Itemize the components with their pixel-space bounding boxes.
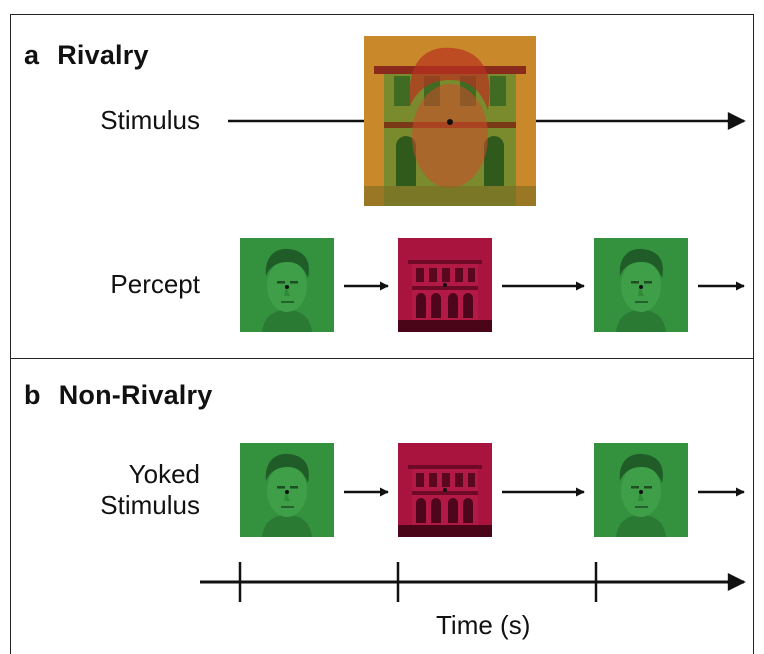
panel-b-heading: Non-Rivalry — [58, 380, 213, 410]
yoked-stimulus-label: Yoked Stimulus — [60, 459, 200, 521]
panel-a-heading: Rivalry — [57, 40, 149, 70]
percept-label: Percept — [110, 269, 200, 299]
yoked-label-line2: Stimulus — [100, 490, 200, 520]
face-image — [594, 443, 688, 537]
face-image — [240, 443, 334, 537]
house-image — [398, 443, 492, 537]
stimulus-label: Stimulus — [100, 105, 200, 135]
time-axis-label: Time (s) — [436, 610, 531, 640]
house-image — [398, 238, 492, 332]
face-image — [240, 238, 334, 332]
panel-a-title: a Rivalry — [24, 40, 149, 71]
panel-divider — [10, 358, 754, 359]
stimulus-timeline — [228, 36, 746, 206]
percept-sequence — [240, 238, 745, 332]
yoked-sequence — [240, 443, 745, 537]
face-image — [594, 238, 688, 332]
panel-b-letter: b — [24, 380, 41, 410]
yoked-label-line1: Yoked — [128, 459, 200, 489]
face-house-overlay-image — [364, 36, 536, 206]
panel-a-letter: a — [24, 40, 40, 70]
figure-frame — [10, 14, 754, 654]
time-axis — [200, 562, 746, 602]
panel-b-title: b Non-Rivalry — [24, 380, 212, 411]
